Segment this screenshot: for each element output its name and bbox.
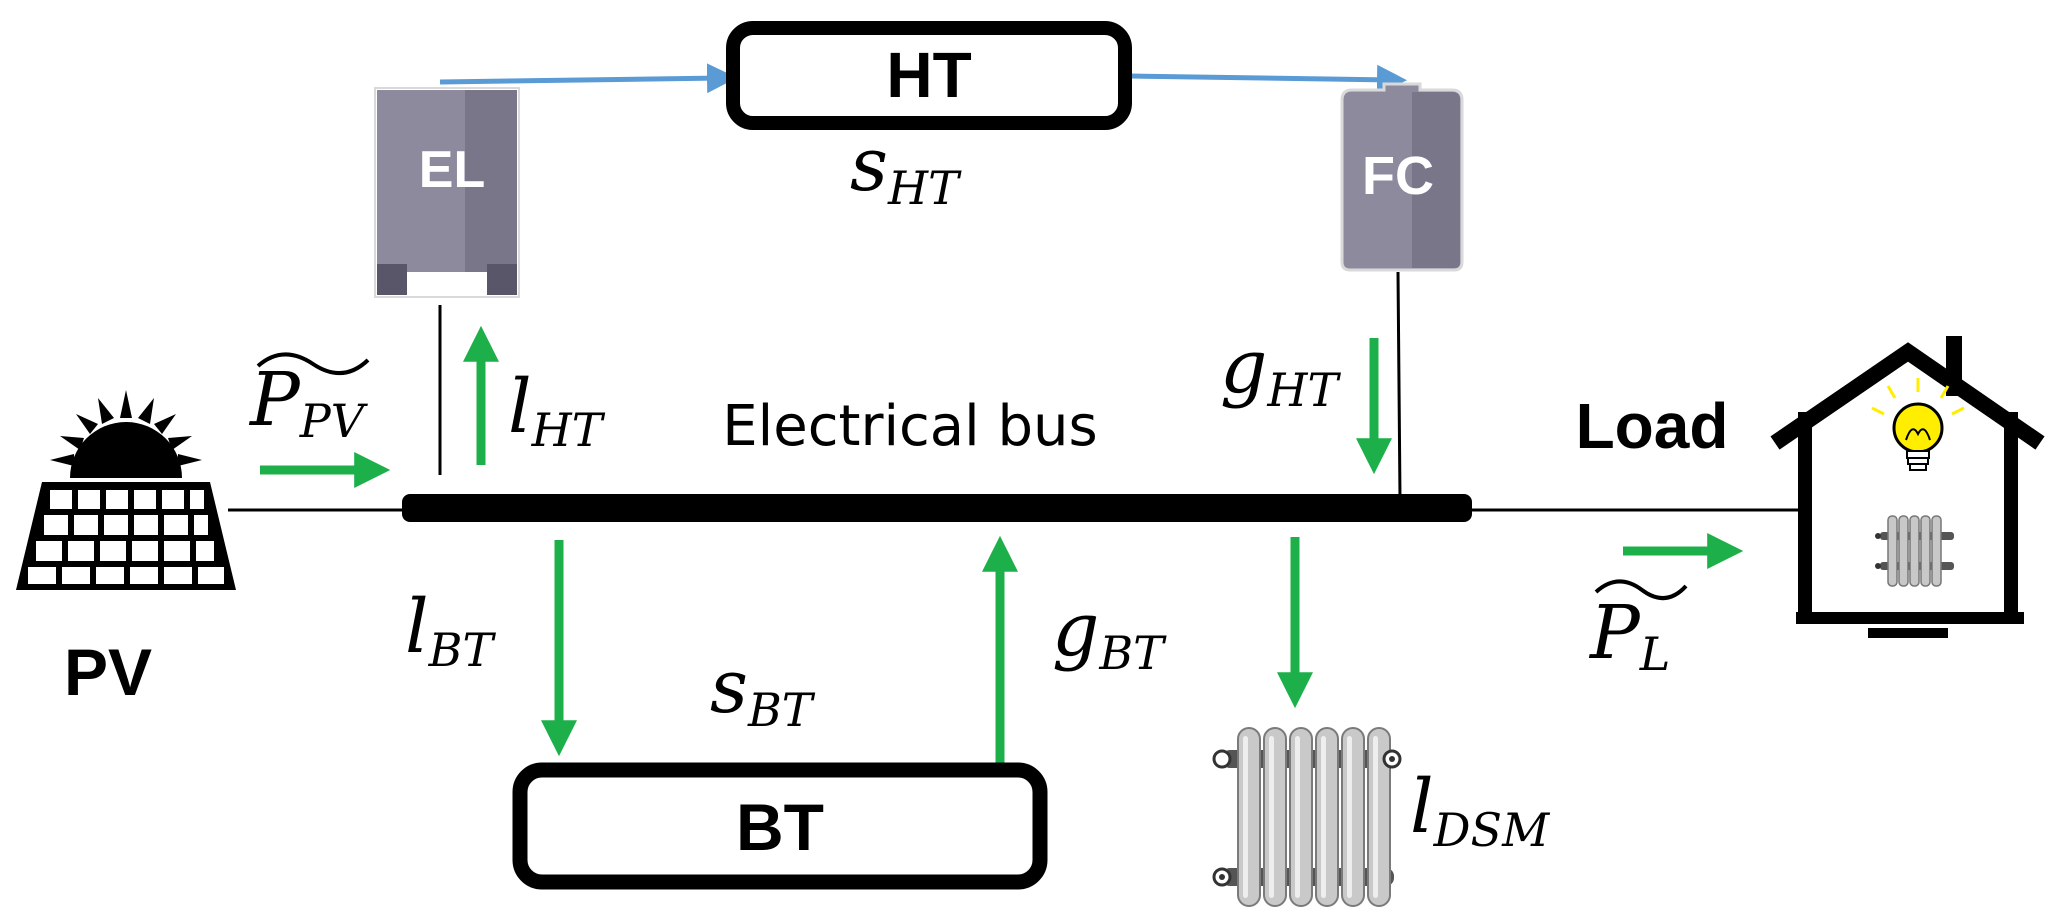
ht-storage-box	[726, 21, 1132, 130]
bt-storage-box	[512, 762, 1048, 890]
solar-panel-icon	[16, 390, 236, 590]
el-to-ht-arrow	[439, 63, 737, 94]
p-pv-variable: PPV	[248, 352, 370, 448]
pv-label: PV	[64, 635, 152, 709]
s-bt-variable: sBT	[710, 644, 816, 737]
ht-to-fc-arrow	[1129, 64, 1407, 95]
fc-label: FC	[1362, 146, 1434, 206]
s-ht-variable: sHT	[850, 122, 962, 215]
bt-label: BT	[736, 790, 824, 864]
electrical-bus-bar	[402, 494, 1472, 522]
electrical-bus-label: Electrical bus	[722, 394, 1097, 459]
l-bt-variable: lBT	[405, 584, 496, 677]
svg-text:PL: PL	[1588, 590, 1670, 681]
svg-text:PPV: PPV	[248, 357, 369, 448]
g-ht-variable: gHT	[1220, 324, 1341, 417]
g-bt-variable: gBT	[1052, 587, 1167, 680]
l-dsm-variable: lDSM	[1410, 764, 1551, 857]
radiator-icon	[1212, 727, 1402, 907]
l-ht-variable: lHT	[508, 364, 606, 457]
ht-label: HT	[886, 39, 971, 111]
fuel-cell-icon	[1340, 82, 1464, 272]
load-label: Load	[1576, 390, 1729, 462]
fc-bus-line	[1396, 271, 1402, 499]
el-label: EL	[419, 141, 485, 199]
house-icon	[1770, 336, 2045, 638]
p-l-variable: PL	[1588, 579, 1688, 681]
electrolyzer-icon	[374, 87, 520, 298]
